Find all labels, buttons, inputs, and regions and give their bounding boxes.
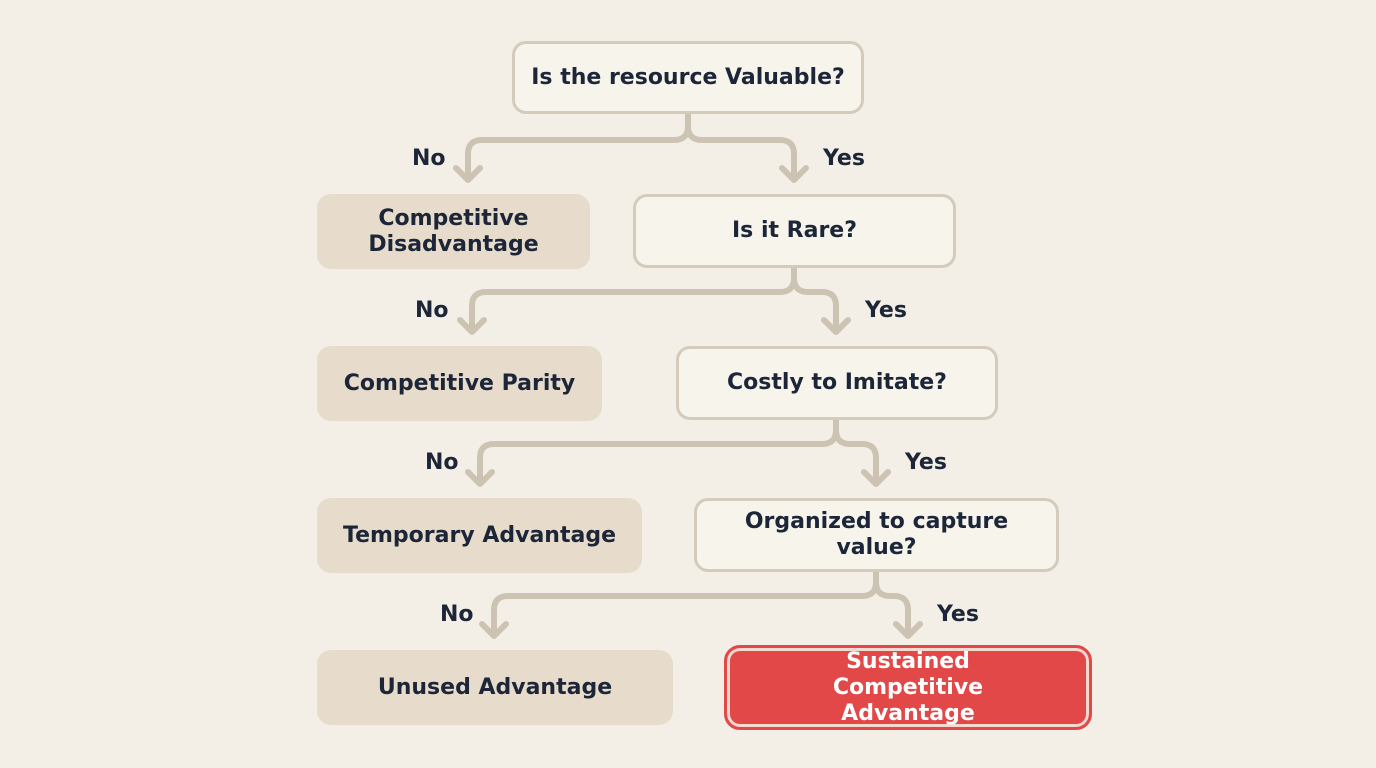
outcome-unused-advantage: Unused Advantage (317, 650, 673, 725)
label-no-valuable: No (412, 146, 446, 171)
arrowhead-valuable-no (453, 165, 483, 183)
question-costly-to-imitate: Costly to Imitate? (676, 346, 998, 420)
connector-valuable-no (465, 111, 691, 181)
label-no-organized: No (440, 602, 474, 627)
label-yes-imitate: Yes (905, 450, 947, 475)
connector-organized-yes (873, 569, 911, 637)
outcome-temporary-advantage: Temporary Advantage (317, 498, 642, 573)
question-rare: Is it Rare? (633, 194, 956, 268)
arrowhead-organized-yes (893, 621, 923, 639)
arrowhead-organized-no (479, 621, 509, 639)
arrowhead-rare-yes (821, 317, 851, 335)
question-valuable: Is the resource Valuable? (512, 41, 864, 114)
label-no-rare: No (415, 298, 449, 323)
connector-imitate-no (477, 417, 839, 485)
outcome-competitive-disadvantage: Competitive Disadvantage (317, 194, 590, 269)
connector-valuable-yes (685, 111, 797, 181)
question-organized: Organized to capture value? (694, 498, 1059, 572)
connector-organized-no (491, 569, 879, 637)
label-yes-rare: Yes (865, 298, 907, 323)
connector-imitate-yes (833, 417, 879, 485)
arrowhead-valuable-yes (779, 165, 809, 183)
arrowhead-imitate-yes (861, 469, 891, 487)
label-yes-organized: Yes (937, 602, 979, 627)
arrowhead-rare-no (457, 317, 487, 335)
connector-rare-no (469, 265, 797, 333)
arrowhead-imitate-no (465, 469, 495, 487)
label-yes-valuable: Yes (823, 146, 865, 171)
connector-rare-yes (791, 265, 839, 333)
outcome-competitive-parity: Competitive Parity (317, 346, 602, 421)
label-no-imitate: No (425, 450, 459, 475)
outcome-sustained-competitive-advantage: Sustained Competitive Advantage (724, 645, 1092, 730)
